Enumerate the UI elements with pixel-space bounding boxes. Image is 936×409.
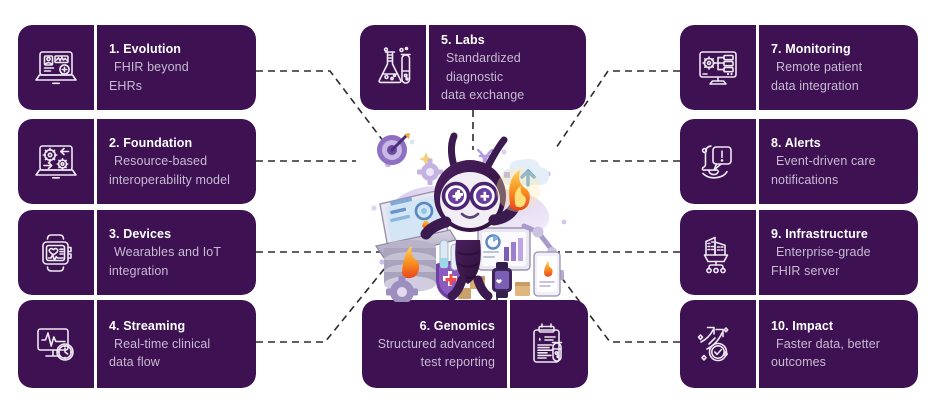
card-alerts-desc: Event-driven care notifications [771, 152, 908, 188]
card-alerts-desc-line1: Event-driven care [776, 154, 876, 169]
card-evolution-text-panel: 1. Evolution FHIR beyond EHRs [97, 25, 256, 110]
card-alerts-icon-panel [680, 119, 756, 204]
smartwatch-heart-icon [42, 233, 72, 272]
card-devices-title: 3. Devices [109, 227, 172, 242]
bell-alert-exclamation-icon [701, 144, 732, 179]
card-foundation-text-panel: 2. Foundation Resource-based interoperab… [97, 119, 256, 204]
card-foundation-title: 2. Foundation [109, 136, 193, 151]
monitor-ecg-clock-icon [37, 328, 74, 361]
card-impact-desc-line2: outcomes [771, 355, 826, 370]
card-devices[interactable]: 3. Devices Wearables and IoT integration [18, 210, 256, 295]
building-server-network-icon [703, 236, 729, 273]
card-labs-icon-panel [360, 25, 426, 110]
card-impact-desc: Faster data, better outcomes [771, 335, 908, 371]
card-monitoring-desc-line1: Remote patient [776, 60, 863, 75]
card-streaming-desc-line1: Real-time clinical [114, 336, 211, 351]
card-evolution-desc-line2: EHRs [109, 78, 143, 93]
card-alerts-title: 8. Alerts [771, 136, 821, 151]
card-infrastructure-desc: Enterprise-grade FHIR server [771, 243, 908, 279]
database-stack [384, 240, 436, 292]
flask-testtube-icon [378, 46, 411, 84]
card-alerts[interactable]: 8. Alerts Event-driven care notification… [680, 119, 918, 204]
card-genomics-text-panel: 6. Genomics Structured advanced test rep… [362, 300, 507, 388]
card-impact-desc-line1: Faster data, better [776, 336, 881, 351]
card-infrastructure-title: 9. Infrastructure [771, 227, 868, 242]
card-evolution-title: 1. Evolution [109, 42, 182, 57]
card-monitoring-text-panel: 7. Monitoring Remote patient data integr… [759, 25, 918, 110]
card-impact[interactable]: 10. Impact Faster data, better outcomes [680, 300, 918, 388]
gear-bottom [386, 276, 418, 302]
card-labs-desc-line2: data exchange [441, 87, 525, 102]
card-genomics[interactable]: 6. Genomics Structured advanced test rep… [362, 300, 588, 388]
card-genomics-desc: Structured advanced test reporting [378, 335, 495, 371]
card-infrastructure-desc-line1: Enterprise-grade [776, 245, 871, 260]
card-infrastructure-desc-line2: FHIR server [771, 263, 840, 278]
card-evolution[interactable]: 1. Evolution FHIR beyond EHRs [18, 25, 256, 110]
card-labs-title: 5. Labs [441, 33, 485, 48]
card-devices-desc-line2: integration [109, 263, 169, 278]
card-streaming-desc-line2: data flow [109, 355, 160, 370]
card-devices-icon-panel [18, 210, 94, 295]
card-monitoring[interactable]: 7. Monitoring Remote patient data integr… [680, 25, 918, 110]
laptop-gears-exchange-icon [35, 144, 77, 179]
card-genomics-title: 6. Genomics [419, 318, 495, 333]
card-labs-desc-line1: Standardized diagnostic [446, 51, 521, 84]
card-foundation-desc-line2: interoperability model [109, 172, 231, 187]
robotic-arm-joint [532, 226, 544, 238]
monitor-gear-network-icon [699, 50, 737, 85]
card-monitoring-desc: Remote patient data integration [771, 58, 908, 94]
growth-arrows-check-icon [697, 326, 729, 362]
laptop-patient-record-icon [35, 50, 77, 84]
card-impact-icon-panel [680, 300, 756, 388]
card-impact-text-panel: 10. Impact Faster data, better outcomes [759, 300, 918, 388]
card-foundation-icon-panel [18, 119, 94, 204]
card-evolution-desc-line1: FHIR beyond [114, 60, 189, 75]
phone-fhir [533, 251, 561, 297]
card-alerts-desc-line2: notifications [771, 172, 839, 187]
card-streaming-icon-panel [18, 300, 94, 388]
card-streaming-title: 4. Streaming [109, 318, 186, 333]
card-genomics-icon-panel [510, 300, 588, 388]
card-streaming-text-panel: 4. Streaming Real-time clinical data flo… [97, 300, 256, 388]
card-streaming-desc: Real-time clinical data flow [109, 335, 246, 371]
card-devices-text-panel: 3. Devices Wearables and IoT integration [97, 210, 256, 295]
card-infrastructure[interactable]: 9. Infrastructure Enterprise-grade FHIR … [680, 210, 918, 295]
gear-deco-icon [417, 159, 443, 185]
clipboard-testtube-report-icon [533, 323, 563, 363]
fhir-firefly-mascot-illustration [352, 112, 588, 302]
card-foundation-desc-line1: Resource-based [114, 154, 208, 169]
target-dart-icon [377, 133, 410, 165]
card-monitoring-title: 7. Monitoring [771, 42, 851, 57]
card-alerts-text-panel: 8. Alerts Event-driven care notification… [759, 119, 918, 204]
card-devices-desc-line1: Wearables and IoT [114, 245, 222, 260]
flame-fhir-logo [496, 168, 540, 212]
smartwatch [492, 262, 512, 298]
card-labs-text-panel: 5. Labs Standardized diagnostic data exc… [429, 25, 586, 110]
card-foundation-desc: Resource-based interoperability model [109, 152, 246, 188]
card-devices-desc: Wearables and IoT integration [109, 243, 246, 279]
test-tubes [439, 239, 460, 271]
card-monitoring-icon-panel [680, 25, 756, 110]
deco-square [504, 172, 510, 178]
card-labs[interactable]: 5. Labs Standardized diagnostic data exc… [360, 25, 586, 110]
card-impact-title: 10. Impact [771, 318, 834, 333]
card-infrastructure-text-panel: 9. Infrastructure Enterprise-grade FHIR … [759, 210, 918, 295]
card-evolution-desc: FHIR beyond EHRs [109, 58, 246, 94]
card-infrastructure-icon-panel [680, 210, 756, 295]
card-monitoring-desc-line2: data integration [771, 78, 859, 93]
card-genomics-desc-line1: Structured advanced [377, 336, 495, 351]
card-genomics-desc-line2: test reporting [420, 355, 495, 370]
card-evolution-icon-panel [18, 25, 94, 110]
card-labs-desc: Standardized diagnostic data exchange [441, 49, 576, 103]
card-streaming[interactable]: 4. Streaming Real-time clinical data flo… [18, 300, 256, 388]
tablet-charts [477, 227, 531, 271]
card-foundation[interactable]: 2. Foundation Resource-based interoperab… [18, 119, 256, 204]
